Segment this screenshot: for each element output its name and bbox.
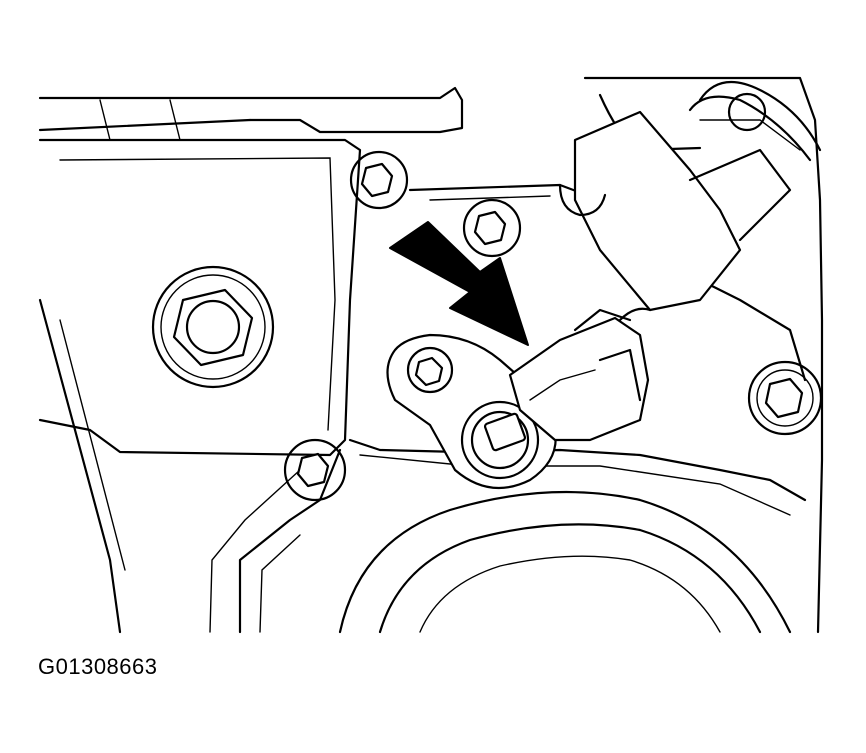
engine-block-outline [209, 76, 824, 634]
bolt-upper [462, 198, 522, 258]
engine-illustration [38, 76, 824, 634]
figure-code: G01308663 [38, 654, 158, 679]
pulley [338, 490, 792, 634]
bolt-right [747, 360, 823, 436]
pointer-arrow [389, 221, 529, 346]
front-cover-bracket [38, 86, 464, 634]
bolt-top-left [349, 150, 409, 210]
bolt-lower-left [283, 438, 347, 502]
crankshaft-position-sensor [386, 308, 650, 490]
hex-bolt-large [151, 265, 275, 389]
harness-connector [558, 80, 822, 322]
